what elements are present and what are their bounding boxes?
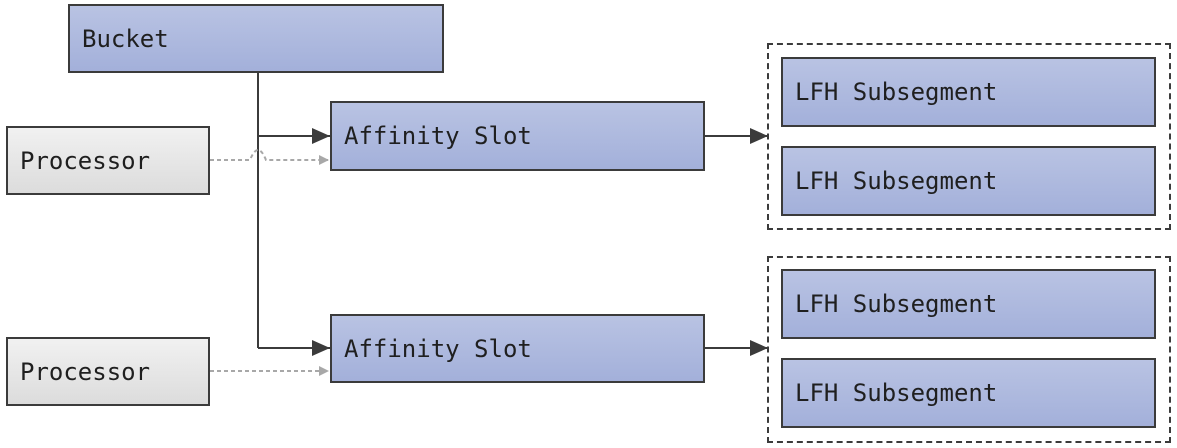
lfh-subsegment-box: LFH Subsegment — [781, 358, 1156, 428]
processor-box-2: Processor — [6, 337, 210, 406]
affinity-slot-box-1: Affinity Slot — [330, 101, 705, 171]
affinity-slot-label: Affinity Slot — [344, 334, 532, 363]
bucket-label: Bucket — [82, 24, 169, 53]
processor-box-1: Processor — [6, 126, 210, 195]
subsegment-group-1 — [767, 43, 1171, 230]
lfh-subsegment-label: LFH Subsegment — [795, 167, 998, 195]
lfh-subsegment-label: LFH Subsegment — [795, 379, 998, 407]
processor-1-to-affinity-slot-1-arrow — [210, 148, 329, 165]
subsegment-group-2 — [767, 256, 1171, 443]
bucket-box: Bucket — [68, 4, 444, 73]
lfh-subsegment-label: LFH Subsegment — [795, 290, 998, 318]
affinity-slot-box-2: Affinity Slot — [330, 314, 705, 383]
lfh-subsegment-box: LFH Subsegment — [781, 146, 1156, 216]
processor-label: Processor — [20, 146, 151, 175]
affinity-slot-label: Affinity Slot — [344, 122, 532, 150]
processor-label: Processor — [20, 357, 151, 386]
lfh-subsegment-box: LFH Subsegment — [781, 269, 1156, 339]
lfh-subsegment-label: LFH Subsegment — [795, 78, 998, 106]
lfh-subsegment-box: LFH Subsegment — [781, 57, 1156, 127]
